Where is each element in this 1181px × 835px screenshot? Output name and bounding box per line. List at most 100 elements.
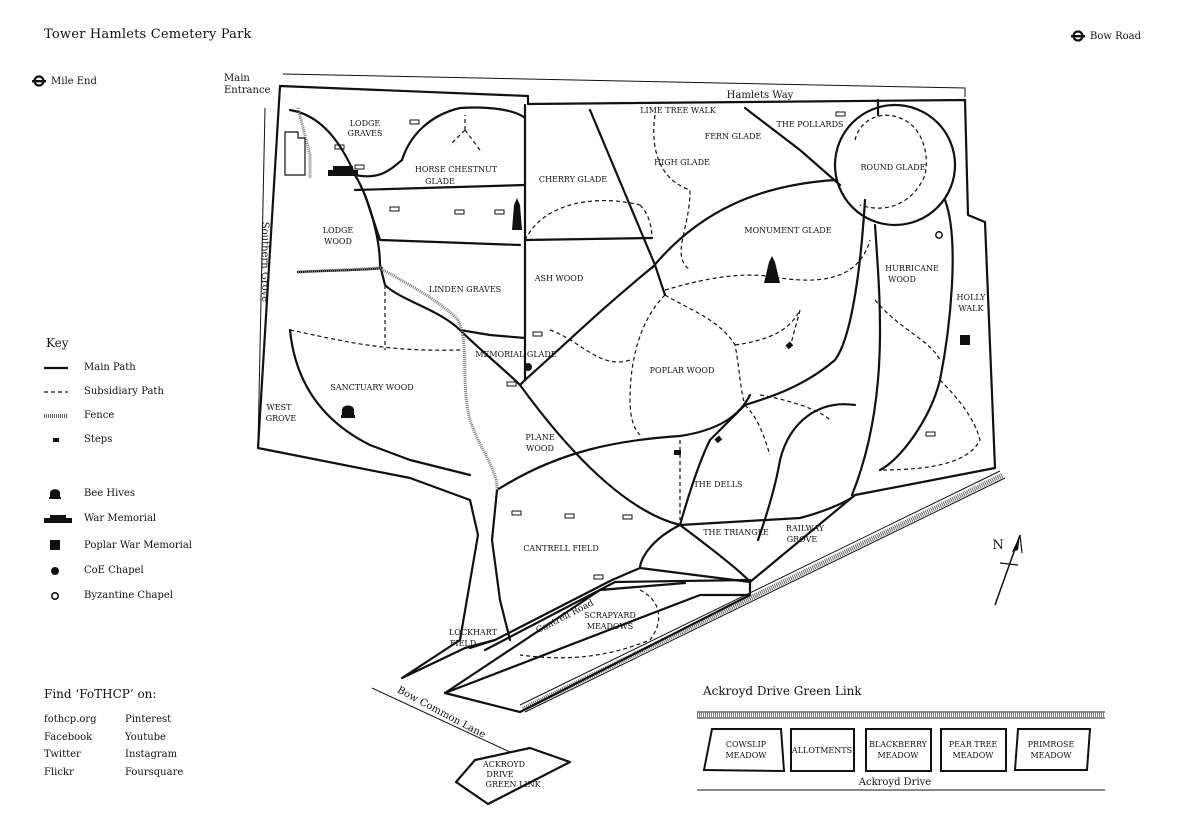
subsidiary-paths (289, 114, 981, 659)
hamlets-way-edge (282, 73, 966, 97)
main-entrance-label: Main Entrance (224, 73, 271, 96)
box-primrose (1013, 728, 1092, 771)
svg-text:GRAVES: GRAVES (348, 129, 383, 138)
main-paths (288, 98, 954, 650)
svg-text:MEADOW: MEADOW (877, 751, 919, 760)
svg-text:GLADE: GLADE (425, 177, 455, 186)
hamlets-way-label: Hamlets Way (727, 90, 794, 101)
svg-text:GROVE: GROVE (787, 535, 818, 544)
steps-icon (714, 435, 723, 444)
svg-text:COWSLIP: COWSLIP (726, 740, 767, 749)
fence-west (297, 266, 499, 491)
box-blackberry (865, 728, 932, 772)
area-cantrell-field: CANTRELL FIELD (523, 544, 599, 553)
bench-symbols (334, 111, 936, 580)
svg-text:MEADOWS: MEADOWS (587, 622, 633, 631)
area-high-glade: HIGH GLADE (654, 158, 710, 167)
box-cowslip (702, 728, 786, 773)
key-fence: Fence (44, 410, 114, 421)
bee-hives-icon (49, 489, 61, 499)
page-title: Tower Hamlets Cemetery Park (44, 27, 252, 42)
area-sanctuary-wood: SANCTUARY WOOD (330, 383, 413, 392)
steps-icon (785, 341, 794, 350)
svg-text:WOOD: WOOD (526, 444, 554, 453)
area-lodge-graves: LODGE (350, 119, 381, 128)
svg-text:GREEN LINK: GREEN LINK (485, 780, 541, 789)
find-links-right: Pinterest Youtube Instagram Foursquare (125, 711, 183, 781)
north-arrow: N (992, 534, 1023, 606)
area-plane-wood: PLANE (525, 433, 554, 442)
north-label: N (992, 538, 1003, 553)
fence-icon (44, 413, 68, 418)
key-byzantine-chapel: Byzantine Chapel (44, 590, 173, 601)
box-allotments (790, 728, 855, 772)
monument-glade-icon (764, 256, 780, 283)
ackroyd-drive-label: Ackroyd Drive (858, 777, 932, 788)
link-foursquare[interactable]: Foursquare (125, 766, 184, 778)
svg-text:PRIMROSE: PRIMROSE (1028, 740, 1075, 749)
link-flickr[interactable]: Flickr (44, 766, 74, 778)
find-links-left: fothcp.org Facebook Twitter Flickr (44, 711, 97, 781)
svg-text:ALLOTMENTS: ALLOTMENTS (791, 746, 852, 755)
station-mile-end: Mile End (32, 75, 97, 87)
poplar-war-memorial-icon (50, 540, 60, 550)
area-railway-grove: RAILWAY (786, 524, 825, 533)
link-youtube[interactable]: Youtube (125, 731, 166, 743)
area-holly-walk: HOLLY (957, 293, 987, 302)
link-fothcp-org[interactable]: fothcp.org (44, 714, 97, 725)
svg-text:WALK: WALK (959, 304, 985, 313)
lodge-building (284, 131, 306, 176)
area-horse-chestnut-glade: HORSE CHESTNUT (415, 165, 498, 174)
key-main-path: Main Path (44, 362, 136, 373)
southern-grove-edge (257, 107, 266, 446)
underground-roundel-icon (32, 75, 46, 87)
cantrell-road (443, 578, 752, 714)
byzantine-chapel-icon (935, 231, 943, 239)
link-pinterest[interactable]: Pinterest (125, 714, 172, 725)
area-west-grove: WEST (267, 403, 293, 412)
area-lime-tree-walk: LIME TREE WALK (640, 106, 717, 115)
coe-chapel-icon (524, 363, 532, 371)
svg-text:MEADOW: MEADOW (1030, 751, 1072, 760)
park-boundary (256, 84, 997, 680)
area-lockhart-field: LOCKHART (449, 628, 498, 637)
main-path-icon (44, 366, 68, 369)
round-glade-circle (833, 103, 957, 227)
underground-roundel-icon (1071, 30, 1085, 42)
area-scrapyard-meadows: SCRAPYARD (584, 611, 636, 620)
war-memorial-icon (328, 166, 358, 176)
link-twitter[interactable]: Twitter (44, 749, 81, 760)
area-fern-glade: FERN GLADE (705, 132, 762, 141)
area-the-triangle: THE TRIANGLE (703, 528, 769, 537)
station-bow-road: Bow Road (1071, 30, 1141, 42)
area-ackroyd-link: ACKROYD (482, 760, 525, 769)
key-war-memorial: War Memorial (44, 513, 156, 524)
link-facebook[interactable]: Facebook (44, 731, 93, 743)
link-instagram[interactable]: Instagram (125, 749, 178, 760)
area-memorial-glade: MEMORIAL GLADE (475, 350, 556, 359)
area-ash-wood: ASH WOOD (534, 274, 584, 283)
key-bee-hives: Bee Hives (44, 487, 135, 499)
area-cherry-glade: CHERRY GLADE (539, 175, 607, 184)
svg-text:WOOD: WOOD (324, 237, 352, 246)
key-coe-chapel: CoE Chapel (44, 565, 144, 576)
green-link-heading: Ackroyd Drive Green Link (703, 684, 862, 698)
box-pear-tree (940, 728, 1007, 772)
area-linden-graves: LINDEN GRAVES (429, 285, 501, 294)
find-heading: Find ‘FoTHCP’ on: (44, 687, 157, 701)
key-poplar-war-memorial: Poplar War Memorial (44, 539, 192, 551)
station-label: Mile End (51, 75, 97, 87)
area-poplar-wood: POPLAR WOOD (650, 366, 715, 375)
green-link-diagram: COWSLIP MEADOW ALLOTMENTS BLACKBERRY MEA… (697, 711, 1105, 791)
fence-lodge (296, 107, 312, 178)
key-steps: Steps (44, 434, 112, 445)
steps-icon (53, 437, 59, 442)
coe-chapel-icon (51, 566, 59, 575)
monument-icon (512, 198, 522, 230)
area-the-pollards: THE POLLARDS (777, 120, 844, 129)
svg-text:FIELD: FIELD (450, 639, 476, 648)
svg-text:PEAR TREE: PEAR TREE (949, 740, 998, 749)
area-labels: LODGE GRAVES HORSE CHESTNUT GLADE CHERRY… (266, 106, 986, 648)
svg-text:GROVE: GROVE (266, 414, 297, 423)
